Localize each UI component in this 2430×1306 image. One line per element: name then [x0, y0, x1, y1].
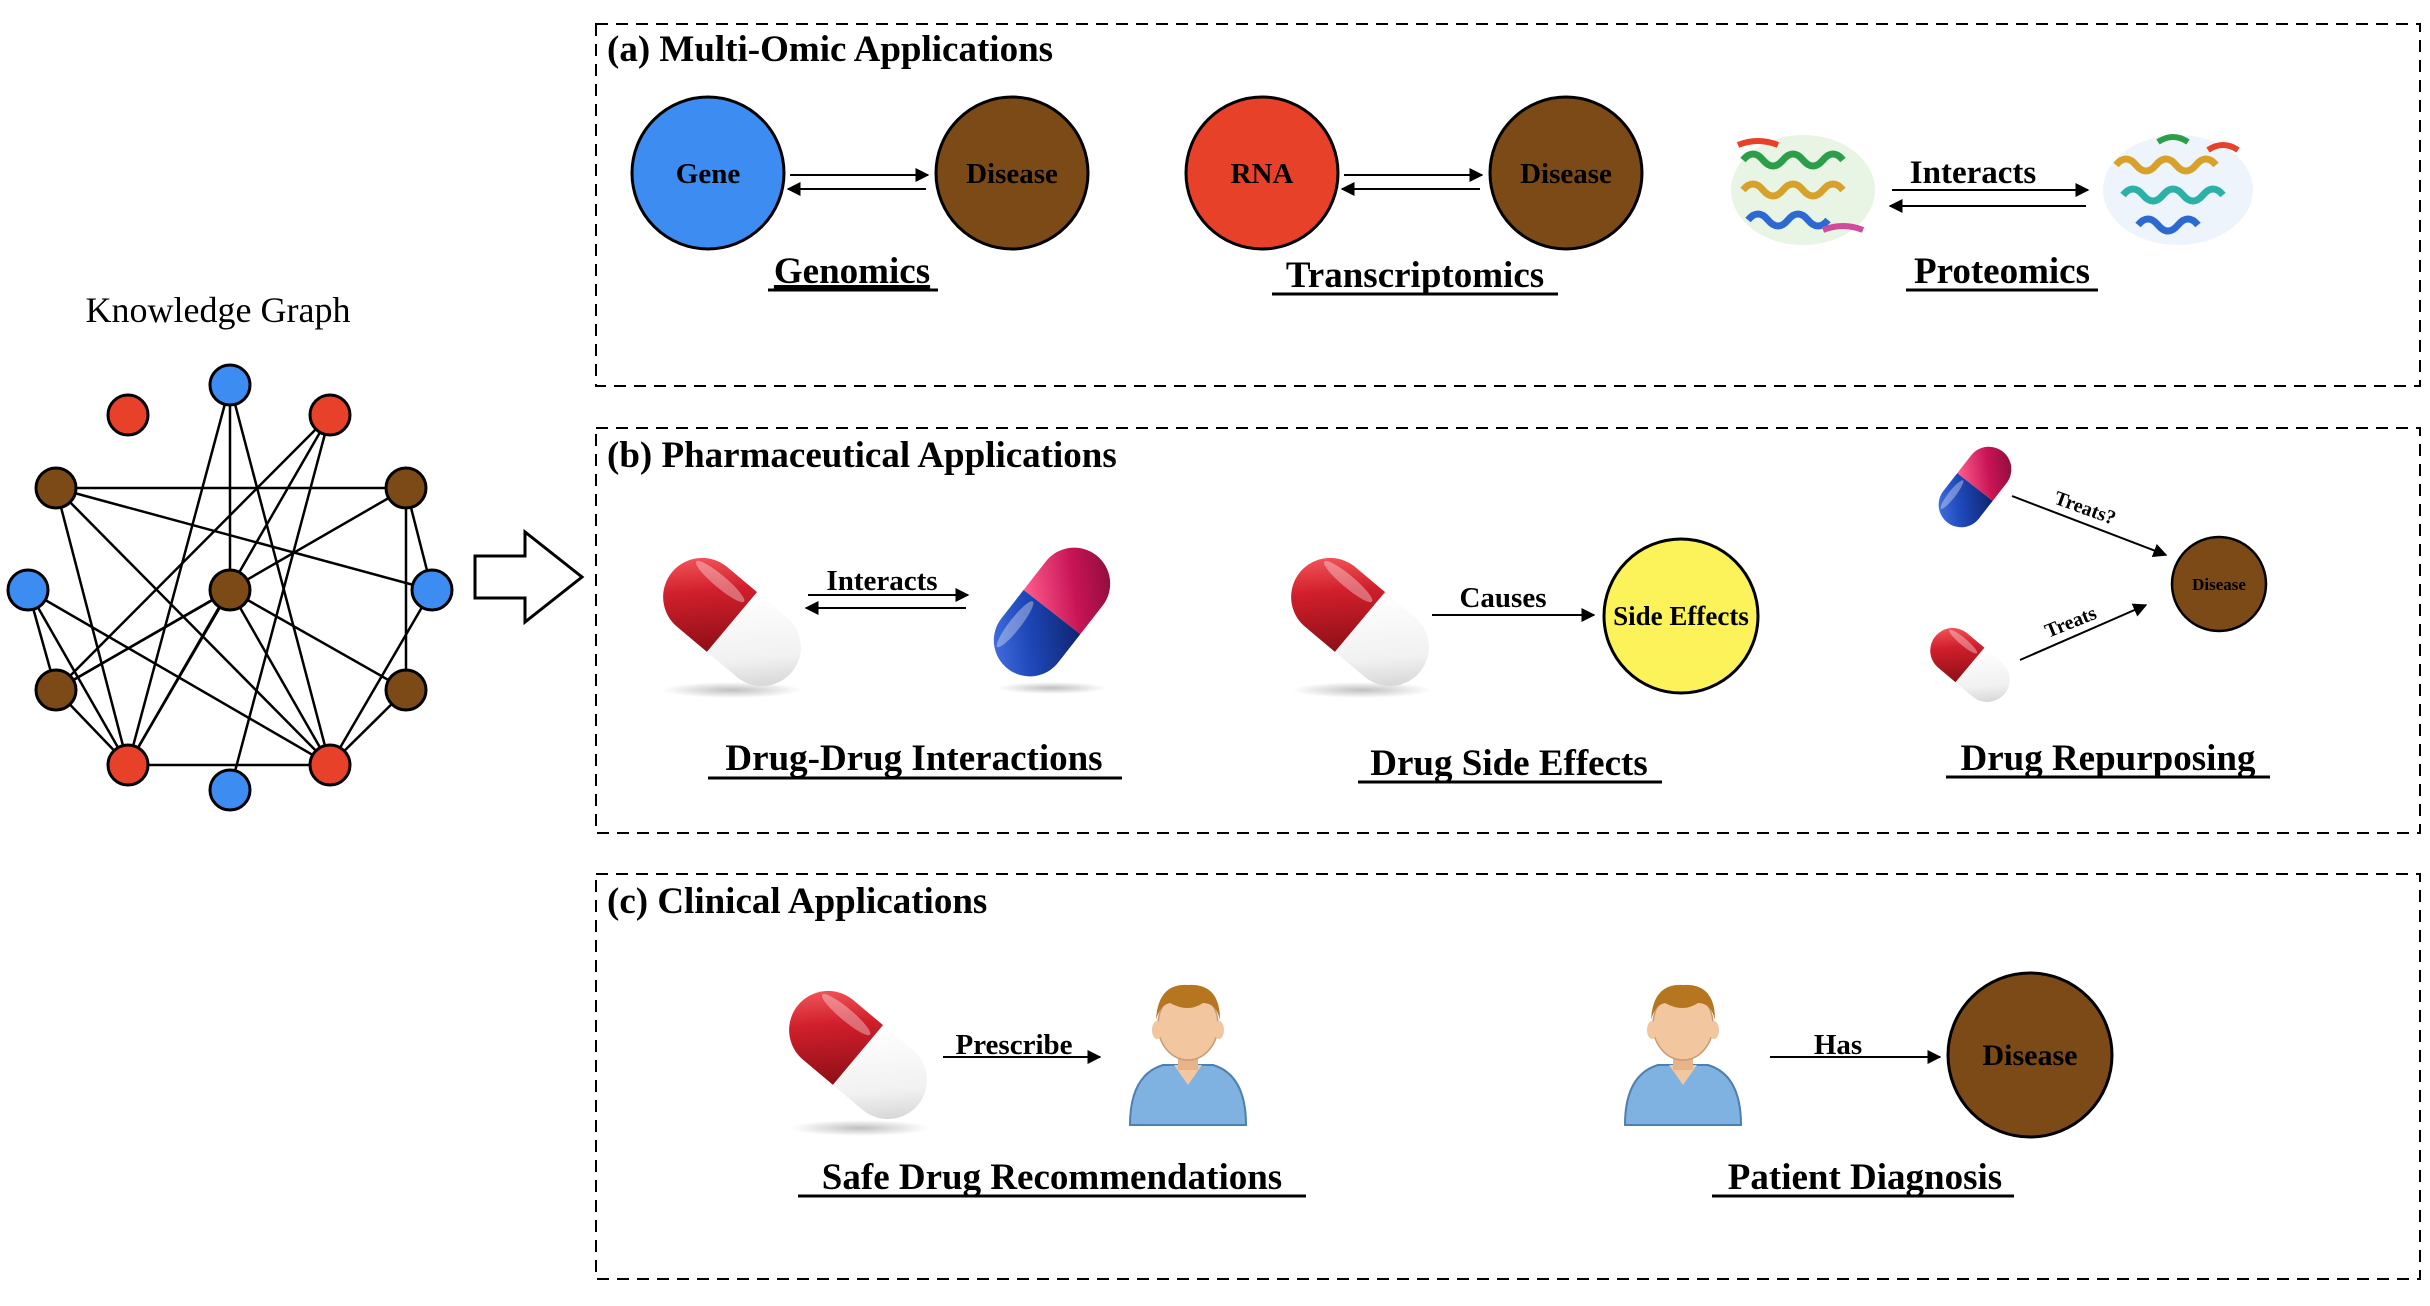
disease-node — [2170, 535, 2268, 633]
blue-magenta-pill-icon — [979, 533, 1125, 691]
graph-node-brown — [384, 668, 428, 712]
graph-node-blue — [6, 568, 50, 612]
graph-edge — [228, 384, 332, 766]
red-white-pill-icon — [1275, 541, 1445, 703]
panel-b-title: (b) Pharmaceutical Applications — [607, 435, 1117, 476]
protein-structure-icon — [1731, 135, 1875, 245]
rna-node — [1184, 95, 1340, 251]
hollow-right-arrow-icon — [473, 528, 585, 626]
disease-node — [934, 95, 1090, 251]
red-white-pill-icon — [773, 974, 943, 1136]
graph-node-red — [308, 393, 352, 437]
graph-edge — [55, 414, 331, 691]
knowledge-graph-title: Knowledge Graph — [86, 290, 351, 330]
disease-node — [1488, 95, 1644, 251]
diagnosis-disease-label: Disease — [1983, 1039, 2078, 1072]
panel-a-title: (a) Multi-Omic Applications — [607, 29, 1053, 70]
rna-node-label: RNA — [1231, 158, 1294, 190]
gene-node-label: Gene — [676, 158, 741, 190]
graph-edge — [228, 589, 332, 766]
graph-edge — [229, 588, 407, 692]
diagnosis-caption: Patient Diagnosis — [1728, 1157, 2002, 1198]
panel-multi-omic: (a) Multi-Omic Applications Gene Disease… — [595, 23, 2421, 387]
graph-node-brown — [384, 466, 428, 510]
ddi-relation-label: Interacts — [826, 565, 937, 597]
prescribe-relation-label: Prescribe — [955, 1029, 1072, 1061]
side-effects-caption: Drug Side Effects — [1370, 743, 1647, 784]
transcriptomics-caption: Transcriptomics — [1286, 255, 1544, 296]
knowledge-graph-nodes — [6, 363, 454, 812]
graph-edge — [55, 486, 433, 592]
genomics-caption: Genomics — [774, 251, 930, 292]
graph-node-blue — [208, 768, 252, 812]
side-effects-node — [1602, 537, 1760, 695]
repurposing-relation-label-2: Treats — [2042, 602, 2100, 643]
repurposing-disease-label: Disease — [2192, 575, 2246, 594]
graph-edge — [55, 487, 331, 766]
graph-edge — [228, 414, 332, 791]
side-effects-relation-label: Causes — [1459, 582, 1546, 614]
graph-node-brown — [34, 668, 78, 712]
graph-edge — [126, 589, 232, 766]
panel-clinical: (c) Clinical Applications Prescribe Safe… — [595, 873, 2421, 1280]
graph-node-brown — [34, 466, 78, 510]
panel-c-title: (c) Clinical Applications — [607, 881, 987, 922]
gene-node — [630, 95, 786, 251]
panel-pharmaceutical: (b) Pharmaceutical Applications Interact… — [595, 427, 2421, 834]
graph-node-red — [308, 743, 352, 787]
repurposing-caption: Drug Repurposing — [1960, 738, 2256, 779]
disease-node-label: Disease — [1520, 158, 1612, 190]
graph-node-brown — [208, 568, 252, 612]
graph-edge — [126, 384, 232, 766]
graph-node-red — [106, 743, 150, 787]
graph-node-red — [106, 393, 150, 437]
graph-node-blue — [208, 363, 252, 407]
recommendation-caption: Safe Drug Recommendations — [822, 1157, 1282, 1198]
ddi-caption: Drug-Drug Interactions — [725, 738, 1102, 779]
graph-node-blue — [410, 568, 454, 612]
side-effects-node-label: Side Effects — [1613, 601, 1749, 631]
has-relation-label: Has — [1814, 1029, 1862, 1061]
red-white-pill-icon — [647, 541, 817, 703]
patient-person-icon — [1624, 983, 1742, 1126]
blue-magenta-pill-icon — [1929, 437, 2021, 537]
graph-edge — [328, 589, 434, 766]
disease-node — [1946, 971, 2114, 1139]
proteomics-relation-label: Interacts — [1910, 155, 2037, 191]
proteomics-caption: Proteomics — [1914, 251, 2090, 292]
red-white-pill-icon — [1921, 618, 2019, 712]
graph-edge — [55, 588, 231, 692]
patient-person-icon — [1129, 983, 1247, 1126]
disease-node-label: Disease — [966, 158, 1058, 190]
protein-structure-icon — [2103, 134, 2253, 245]
